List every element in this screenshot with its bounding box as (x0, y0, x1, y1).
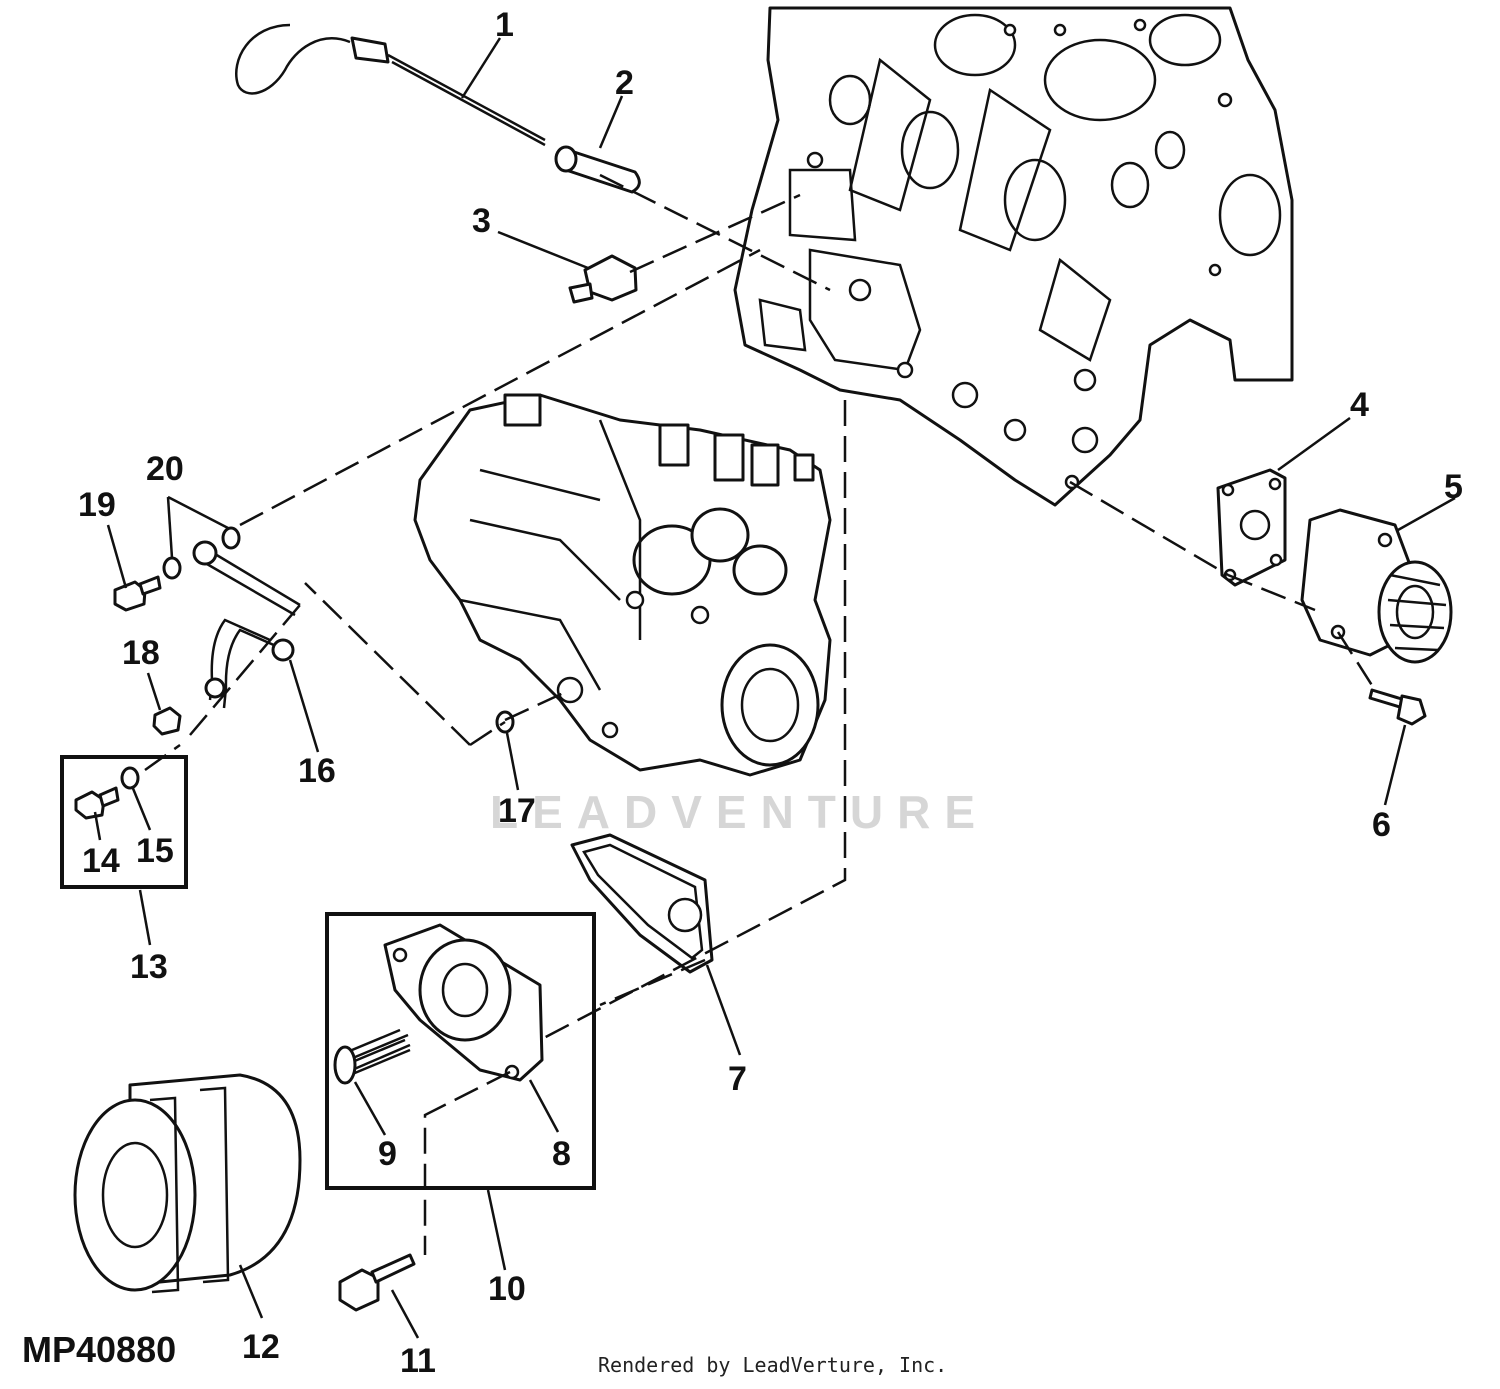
callout-6: 6 (1372, 806, 1391, 844)
callout-13: 13 (130, 948, 168, 986)
callout-5: 5 (1444, 468, 1463, 506)
callout-10: 10 (488, 1270, 526, 1308)
callout-16: 16 (298, 752, 336, 790)
callout-1: 1 (495, 6, 514, 44)
leader-lines (93, 37, 1456, 1339)
oil-line-illustration (192, 540, 301, 709)
callout-2: 2 (615, 64, 634, 102)
oil-pump-gasket-illustration (1216, 468, 1287, 587)
oil-filter-illustration (73, 1073, 302, 1294)
watermark-text: LEADVENTURE (490, 786, 989, 838)
filter-base-illustration (383, 923, 544, 1082)
callout-labels: 1 2 3 4 5 6 7 8 9 10 11 12 13 14 15 16 1… (78, 6, 1463, 1380)
kit-10-frame (325, 912, 596, 1190)
callout-4: 4 (1350, 386, 1369, 424)
oil-pressure-switch-illustration (568, 254, 638, 304)
callout-14: 14 (82, 842, 120, 880)
relief-spring-illustration (333, 1028, 411, 1085)
assembly-lines (144, 173, 1377, 1255)
filter-base-gasket-illustration (570, 833, 714, 974)
callout-18: 18 (122, 634, 160, 672)
callout-15: 15 (136, 832, 174, 870)
callout-20: 20 (146, 450, 184, 488)
figure-id: MP40880 (22, 1329, 176, 1370)
callout-8: 8 (552, 1135, 571, 1173)
callout-11: 11 (400, 1342, 436, 1380)
render-credit: Rendered by LeadVerture, Inc. (598, 1353, 947, 1377)
oil-pump-illustration (1300, 508, 1453, 664)
callout-3: 3 (472, 202, 491, 240)
banjo-bolt-illustration (74, 575, 182, 820)
dipstick-illustration (235, 23, 546, 147)
callout-19: 19 (78, 486, 116, 524)
callout-12: 12 (242, 1328, 280, 1366)
filter-base-bolt-illustration (338, 1253, 416, 1312)
injection-pump-illustration (413, 393, 832, 777)
kit-13-frame (60, 755, 188, 889)
oil-pump-bolt-illustration (1368, 688, 1427, 726)
engine-block-illustration (733, 6, 1294, 507)
washer-illustration (120, 526, 515, 790)
dipstick-tube-illustration (554, 145, 641, 194)
callout-17: 17 (498, 792, 536, 830)
callout-9: 9 (378, 1135, 397, 1173)
callout-7: 7 (728, 1060, 747, 1098)
